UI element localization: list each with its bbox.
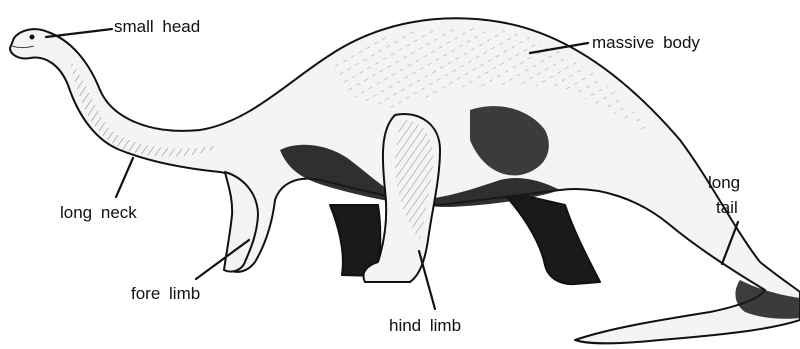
leader-long-neck	[116, 158, 133, 197]
label-hind-limb: hind limb	[389, 316, 461, 335]
label-massive-body: massive body	[592, 33, 700, 52]
dinosaur-eye	[30, 35, 35, 40]
label-small-head: small head	[114, 17, 200, 36]
far-hind-leg	[500, 190, 600, 284]
leader-small-head	[46, 29, 112, 37]
dinosaur-illustration	[10, 18, 800, 343]
label-fore-limb: fore limb	[131, 284, 200, 303]
leader-hind-limb	[419, 251, 435, 309]
label-long-tail-line1: long	[708, 173, 740, 192]
label-long-tail-line2: tail	[716, 198, 738, 217]
label-long-neck: long neck	[60, 203, 137, 222]
